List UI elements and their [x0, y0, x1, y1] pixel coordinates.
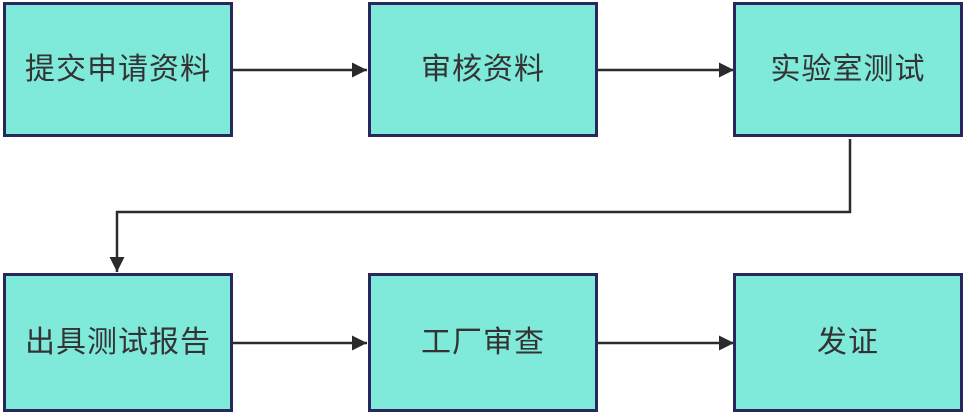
flow-node-submit-application: 提交申请资料	[3, 2, 233, 137]
flow-node-issue-test-report: 出具测试报告	[3, 273, 233, 412]
flow-node-review-materials: 审核资料	[368, 2, 598, 137]
flow-node-issue-certificate: 发证	[733, 273, 963, 412]
flow-node-lab-test: 实验室测试	[733, 2, 963, 137]
flow-node-factory-audit: 工厂审查	[368, 273, 598, 412]
arrow-labtest-to-report	[109, 139, 852, 272]
